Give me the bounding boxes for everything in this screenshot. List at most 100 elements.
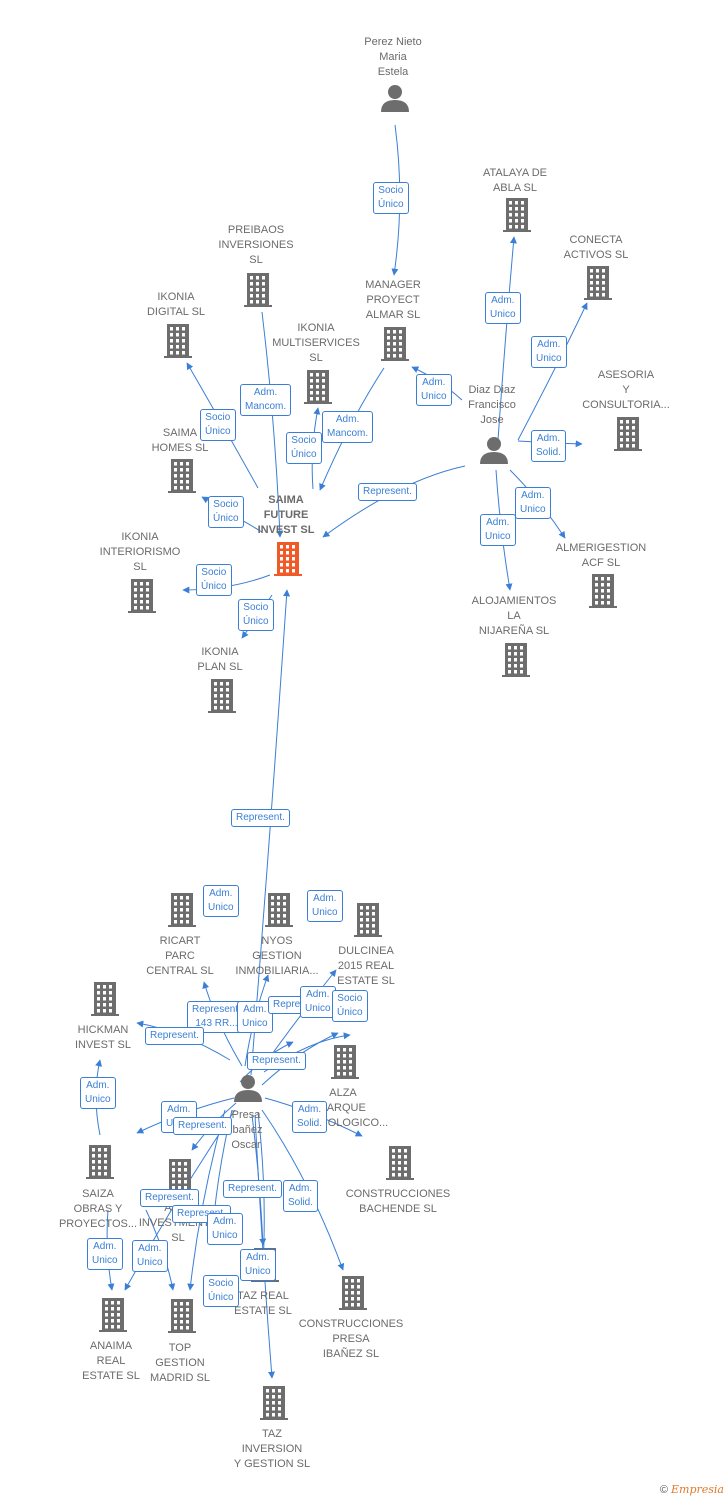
company-icon[interactable]	[265, 893, 293, 927]
company-icon[interactable]	[166, 1159, 194, 1193]
relation-label[interactable]: Socio Único	[200, 409, 236, 441]
company-node[interactable]: ALOJAMIENTOS LA NIJAREÑA SL	[454, 594, 574, 639]
company-node[interactable]: TAZ INVERSION Y GESTION SL	[212, 1427, 332, 1472]
relation-label[interactable]: Adm. Unico	[480, 514, 516, 546]
relation-label[interactable]: Socio Único	[203, 1275, 239, 1307]
relation-label[interactable]: Represent.	[231, 809, 290, 827]
company-icon[interactable]	[381, 327, 409, 361]
company-node[interactable]: SAIZA OBRAS Y PROYECTOS...	[38, 1187, 158, 1232]
relation-label[interactable]: Adm. Unico	[203, 885, 239, 917]
company-icon[interactable]	[339, 1276, 367, 1310]
node-label: IKONIA MULTISERVICES SL	[272, 322, 360, 364]
person-node[interactable]: Diaz Diaz Francisco Jose	[432, 383, 552, 428]
relation-label[interactable]: Socio Único	[286, 432, 322, 464]
company-node[interactable]: CONECTA ACTIVOS SL	[536, 233, 656, 263]
company-node[interactable]: PREIBAOS INVERSIONES SL	[196, 223, 316, 268]
company-icon[interactable]	[168, 459, 196, 493]
company-node[interactable]: TAZ REAL ESTATE SL	[203, 1289, 323, 1319]
company-node[interactable]: IKONIA MULTISERVICES SL	[256, 321, 376, 366]
node-label: Perez Nieto Maria Estela	[364, 36, 422, 78]
company-icon[interactable]	[304, 370, 332, 404]
relation-label[interactable]: Adm. Unico	[307, 890, 343, 922]
copyright-symbol: ©	[659, 1484, 668, 1496]
relation-label[interactable]: Represent.	[145, 1027, 204, 1045]
node-label: TAZ REAL ESTATE SL	[234, 1290, 292, 1317]
relation-label[interactable]: Adm. Unico	[416, 374, 452, 406]
relation-label[interactable]: Socio Único	[196, 564, 232, 596]
relation-label[interactable]: Adm. Solid.	[292, 1101, 328, 1133]
company-node[interactable]: IKONIA INTERIORISMO SL	[80, 530, 200, 575]
relation-label[interactable]: Adm. Mancom.	[322, 411, 374, 443]
company-icon[interactable]	[503, 198, 531, 232]
person-node[interactable]: Perez Nieto Maria Estela	[333, 35, 453, 80]
company-node[interactable]: ASESORIA Y CONSULTORIA...	[566, 368, 686, 413]
company-icon[interactable]	[86, 1145, 114, 1179]
company-icon[interactable]	[168, 1299, 196, 1333]
company-icon[interactable]	[128, 579, 156, 613]
main-company-icon[interactable]	[274, 542, 302, 576]
company-icon[interactable]	[99, 1298, 127, 1332]
relation-label[interactable]: Represent.	[247, 1052, 306, 1070]
company-node[interactable]: HICKMAN INVEST SL	[43, 1023, 163, 1053]
company-icon[interactable]	[614, 417, 642, 451]
relation-label[interactable]: Represent. 143 RR...	[187, 1001, 246, 1033]
relation-label[interactable]: Adm. Unico	[132, 1240, 168, 1272]
company-node[interactable]: ALMERIGESTION ACF SL	[541, 541, 661, 571]
person-icon[interactable]	[480, 437, 508, 464]
relation-label[interactable]: Adm. Unico	[87, 1238, 123, 1270]
company-icon[interactable]	[589, 574, 617, 608]
company-icon[interactable]	[354, 903, 382, 937]
company-icon[interactable]	[260, 1386, 288, 1420]
relation-label[interactable]: Adm. Unico	[531, 336, 567, 368]
relation-label[interactable]: Represent.	[140, 1189, 199, 1207]
company-icon[interactable]	[502, 643, 530, 677]
brand-logo[interactable]: Empresia	[671, 1483, 724, 1496]
person-icon[interactable]	[381, 85, 409, 112]
relation-label[interactable]: Socio Único	[238, 599, 274, 631]
company-node[interactable]: ATALAYA DE ABLA SL	[455, 166, 575, 196]
person-node[interactable]: Presa Ibañez Oscar	[186, 1108, 306, 1153]
relation-label[interactable]: Adm. Unico	[207, 1213, 243, 1245]
relation-label[interactable]: Adm. Unico	[240, 1249, 276, 1281]
person-icon[interactable]	[234, 1075, 262, 1102]
company-icon[interactable]	[164, 324, 192, 358]
relation-label[interactable]: Represent.	[358, 483, 417, 501]
relation-label[interactable]: Represent.	[173, 1117, 232, 1135]
company-node[interactable]: CONSTRUCCIONES BACHENDE SL	[338, 1187, 458, 1217]
company-node[interactable]: RICART PARC CENTRAL SL	[120, 934, 240, 979]
company-node[interactable]: IKONIA DIGITAL SL	[116, 290, 236, 320]
company-node[interactable]: TOP GESTION MADRID SL	[120, 1341, 240, 1386]
company-icon[interactable]	[168, 893, 196, 927]
relation-label[interactable]: Socio Único	[373, 182, 409, 214]
company-icon[interactable]	[584, 266, 612, 300]
company-node[interactable]: IKONIA PLAN SL	[160, 645, 280, 675]
company-node[interactable]: NYOS GESTION INMOBILIARIA...	[217, 934, 337, 979]
company-node[interactable]: CONSTRUCCIONES PRESA IBAÑEZ SL	[291, 1317, 411, 1362]
relation-edge	[497, 236, 517, 441]
company-icon[interactable]	[331, 1045, 359, 1079]
company-node[interactable]: SAIMA HOMES SL	[120, 426, 240, 456]
relation-label[interactable]: Adm. Unico	[80, 1077, 116, 1109]
company-node[interactable]: MANAGER PROYECT ALMAR SL	[333, 278, 453, 323]
relation-label[interactable]: Adm. Unico	[515, 487, 551, 519]
relation-label[interactable]: Represent.	[223, 1180, 282, 1198]
company-icon[interactable]	[386, 1146, 414, 1180]
relation-label[interactable]: Adm. Solid.	[531, 430, 567, 462]
relation-label[interactable]: Socio Único	[208, 496, 244, 528]
relation-edge	[517, 302, 588, 441]
company-node[interactable]: ANAIMA REAL ESTATE SL	[51, 1339, 171, 1384]
company-icon[interactable]	[91, 982, 119, 1016]
main-company-node[interactable]: SAIMA FUTURE INVEST SL	[226, 493, 346, 538]
company-icon[interactable]	[244, 273, 272, 307]
relation-label[interactable]: Adm. Unico	[485, 292, 521, 324]
company-icon[interactable]	[208, 679, 236, 713]
relation-label[interactable]: Adm. Unico	[237, 1001, 273, 1033]
node-label: IKONIA INTERIORISMO SL	[99, 531, 181, 573]
relation-label[interactable]: Socio Único	[332, 990, 368, 1022]
company-node[interactable]: DULCINEA 2015 REAL ESTATE SL	[306, 944, 426, 989]
relation-label[interactable]: Adm. Solid.	[283, 1180, 319, 1212]
relation-label[interactable]: Adm. Unico	[300, 986, 336, 1018]
relation-label[interactable]: Adm. Mancom.	[240, 384, 292, 416]
